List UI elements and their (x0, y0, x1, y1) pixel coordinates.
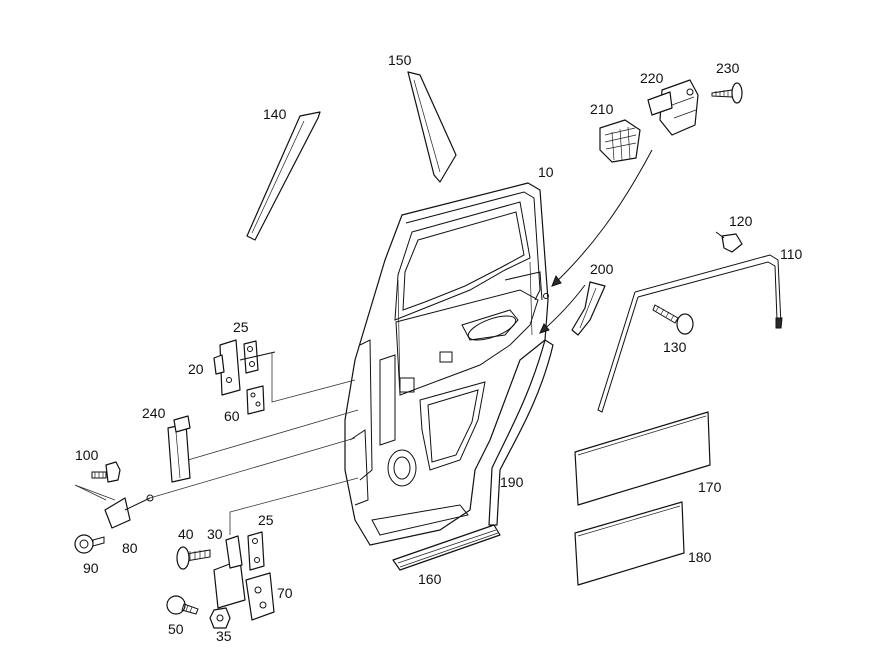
panel-180 (574, 501, 685, 586)
label-25-upper: 25 (233, 319, 249, 335)
label-200: 200 (590, 261, 614, 277)
arrow-to-door (551, 149, 653, 287)
strip-110 (597, 254, 783, 413)
bolt-50 (166, 595, 199, 615)
label-100: 100 (75, 447, 99, 463)
label-25-lower: 25 (258, 512, 274, 528)
label-20: 20 (188, 361, 204, 377)
label-240: 240 (142, 405, 166, 421)
label-120: 120 (729, 213, 753, 229)
screw-130 (652, 304, 694, 335)
label-170: 170 (698, 479, 722, 495)
label-60: 60 (224, 408, 240, 424)
label-210: 210 (590, 101, 614, 117)
label-110: 110 (780, 246, 803, 262)
sill-160 (392, 524, 501, 571)
label-50: 50 (168, 621, 184, 637)
holder-220 (647, 79, 699, 136)
panel-170 (574, 411, 711, 506)
check-strap-240 (167, 409, 359, 483)
label-70: 70 (277, 585, 293, 601)
clip-120 (715, 231, 743, 253)
label-160: 160 (418, 571, 442, 587)
label-35: 35 (216, 628, 232, 644)
label-10: 10 (538, 164, 554, 180)
trim-140 (246, 111, 321, 241)
striker-80 (74, 437, 356, 529)
label-30: 30 (207, 526, 223, 542)
clip-210 (599, 119, 641, 163)
label-40: 40 (178, 526, 194, 542)
screw-230 (711, 82, 743, 104)
label-90: 90 (83, 560, 99, 576)
label-190: 190 (500, 474, 524, 490)
upper-hinge (213, 339, 356, 415)
label-150: 150 (388, 52, 412, 68)
label-130: 130 (663, 339, 687, 355)
labels: 10 20 25 25 30 35 40 50 60 70 80 90 100 … (75, 52, 803, 644)
bolt-90 (74, 534, 105, 554)
door-shell (344, 182, 549, 546)
nut-35 (209, 607, 231, 629)
label-180: 180 (688, 549, 712, 565)
label-220: 220 (640, 70, 664, 86)
lower-hinge (176, 477, 359, 621)
trim-150 (407, 71, 457, 183)
bolt-100 (91, 461, 121, 483)
label-230: 230 (716, 60, 740, 76)
label-80: 80 (122, 540, 138, 556)
seal-190 (488, 339, 554, 526)
part-200 (571, 281, 606, 336)
label-140: 140 (263, 106, 287, 122)
